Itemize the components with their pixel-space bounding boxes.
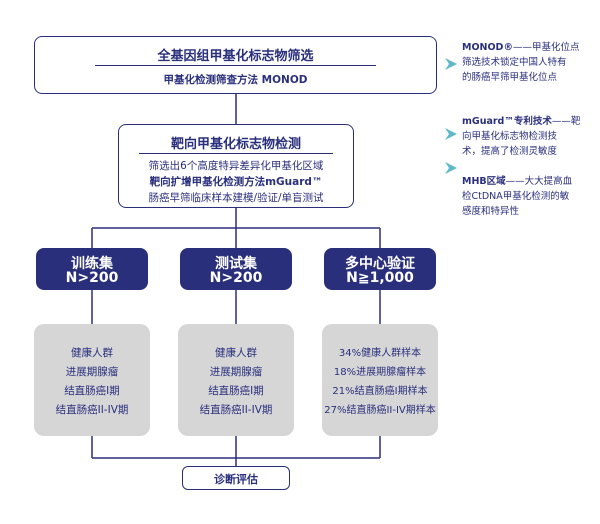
top-box-subtitle: 甲基化检测筛查方法 MONOD: [163, 74, 308, 86]
list-item: 结直肠癌I期: [64, 385, 120, 397]
list-item: 27%结直肠癌II-IV期样本: [324, 405, 436, 416]
side-note-monod: MONOD®——甲基化位点 筛选技术锁定中国人特有 的肠癌早筛甲基化位点: [462, 40, 596, 85]
group-title: 训练集: [71, 256, 113, 272]
list-item: 结直肠癌I期: [208, 385, 264, 397]
group-count: N≧1,000: [346, 270, 414, 286]
side-note-text: ——大大提高血: [505, 176, 573, 187]
middle-box-title: 靶向甲基化标志物检测: [170, 137, 301, 152]
side-note-mguard: mGuard™专利技术——靶 向甲基化标志物检测技 术，提高了检测灵敏度: [462, 114, 596, 159]
group-header-multicenter: 多中心验证 N≧1,000: [324, 248, 436, 290]
side-note-text: 的肠癌早筛甲基化位点: [462, 72, 558, 83]
list-item: 结直肠癌II-IV期: [55, 404, 129, 416]
chevron-right-icon: [445, 58, 457, 70]
list-item: 健康人群: [215, 347, 257, 359]
group-detail-test: 健康人群 进展期腺瘤 结直肠癌I期 结直肠癌II-IV期: [178, 324, 294, 436]
group-detail-training: 健康人群 进展期腺瘤 结直肠癌I期 结直肠癌II-IV期: [34, 324, 150, 436]
middle-box-divider: [139, 153, 333, 154]
side-note-text: ——靶: [551, 116, 581, 127]
middle-box-line2: 靶向扩增甲基化检测方法mGuard™: [149, 176, 323, 188]
group-count: N>200: [65, 270, 119, 286]
group-title: 多中心验证: [345, 256, 415, 272]
side-note-text: 筛选技术锁定中国人特有: [462, 57, 567, 68]
group-count: N>200: [209, 270, 263, 286]
side-note-mhb: MHB区域——大大提高血 检CtDNA甲基化检测的敏 感度和特异性: [462, 174, 596, 219]
side-note-text: 术，提高了检测灵敏度: [462, 146, 558, 157]
side-note-title: mGuard™专利技术: [462, 116, 552, 127]
group-header-test: 测试集 N>200: [180, 248, 292, 290]
bottom-box: 诊断评估: [182, 466, 290, 490]
list-item: 进展期腺瘤: [65, 366, 119, 378]
bottom-box-title: 诊断评估: [214, 473, 258, 486]
middle-box-line3: 肠癌早筛临床样本建模/验证/单盲测试: [148, 192, 324, 204]
top-box: 全基因组甲基化标志物筛选 甲基化检测筛查方法 MONOD: [34, 36, 437, 94]
group-header-training: 训练集 N>200: [36, 248, 148, 290]
list-item: 21%结直肠癌I期样本: [332, 386, 428, 397]
side-note-text: 感度和特异性: [462, 206, 520, 217]
side-note-text: 检CtDNA甲基化检测的敏: [462, 191, 570, 202]
group-title: 测试集: [215, 256, 257, 272]
side-note-text: ——甲基化位点: [512, 42, 580, 53]
side-note-title: MONOD®: [462, 42, 513, 53]
middle-box: 靶向甲基化标志物检测 筛选出6个高度特异差异化甲基化区域 靶向扩增甲基化检测方法…: [118, 124, 354, 208]
group-detail-multicenter: 34%健康人群样本 18%进展期腺瘤样本 21%结直肠癌I期样本 27%结直肠癌…: [322, 324, 438, 436]
list-item: 结直肠癌II-IV期: [199, 404, 273, 416]
side-note-title: MHB区域: [462, 176, 506, 187]
list-item: 18%进展期腺瘤样本: [333, 367, 427, 378]
top-box-divider: [95, 65, 376, 66]
side-note-text: 向甲基化标志物检测技: [462, 131, 558, 142]
list-item: 健康人群: [71, 347, 113, 359]
middle-box-line1: 筛选出6个高度特异差异化甲基化区域: [148, 160, 324, 172]
list-item: 进展期腺瘤: [209, 366, 263, 378]
chevron-right-icon: [445, 128, 457, 140]
list-item: 34%健康人群样本: [338, 348, 422, 359]
top-box-title: 全基因组甲基化标志物筛选: [157, 49, 314, 64]
chevron-right-icon: [445, 162, 457, 174]
